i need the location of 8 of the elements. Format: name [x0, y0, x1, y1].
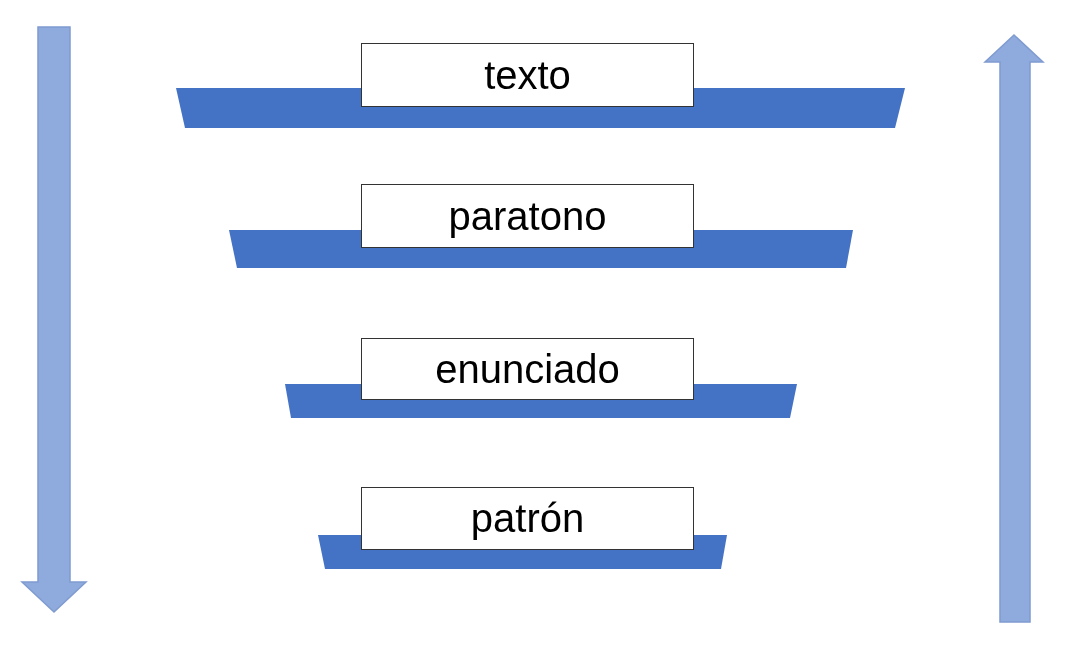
box-label: texto [484, 52, 571, 98]
text-box [361, 338, 694, 400]
box-label: patrón [470, 496, 585, 541]
box-label: paratono [448, 193, 607, 239]
text-box [361, 184, 694, 248]
text-box [361, 487, 694, 550]
text-box [361, 43, 694, 107]
box-label: enunciado [435, 346, 620, 392]
